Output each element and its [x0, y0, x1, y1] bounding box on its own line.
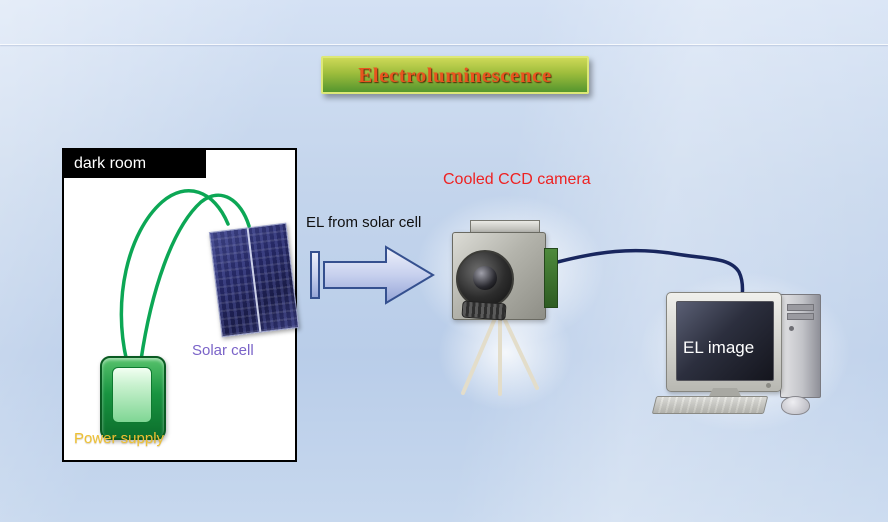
camera-lens-inner: [473, 266, 497, 290]
page-title: Electroluminescence: [358, 62, 552, 87]
dark-room-label: dark room: [74, 155, 147, 172]
camera-lens: [456, 250, 514, 308]
el-emitter-bar: [310, 251, 320, 299]
tripod-leg-right: [501, 314, 539, 390]
power-supply-label: Power supply: [74, 430, 165, 447]
power-supply-screen: [112, 367, 152, 423]
computer-tower: [780, 294, 821, 398]
title-box: Electroluminescence: [321, 56, 589, 94]
camera-lens-barrel: [461, 300, 507, 321]
dark-room-header: dark room: [64, 150, 206, 178]
el-image-label: EL image: [683, 338, 755, 357]
solar-cell-divider: [246, 228, 262, 332]
el-arrow: [310, 245, 435, 305]
tower-drive-bay: [787, 304, 814, 311]
tripod-leg-left: [461, 314, 498, 395]
el-arrow-shape: [323, 245, 435, 305]
solar-cell-image: [208, 222, 300, 338]
monitor: EL image: [666, 292, 782, 392]
monitor-power-button: [766, 383, 771, 388]
camera-circuit-board: [544, 248, 558, 308]
power-supply-device: [100, 356, 166, 440]
keyboard: [651, 396, 769, 414]
tower-drive-bay: [787, 313, 814, 320]
cooled-ccd-camera-label: Cooled CCD camera: [443, 171, 591, 188]
monitor-screen: EL image: [676, 301, 774, 381]
ccd-camera-image: [448, 218, 558, 322]
mouse: [781, 396, 810, 415]
tower-power-button: [789, 326, 794, 331]
tripod: [461, 314, 539, 396]
header-divider-line: [0, 44, 888, 45]
el-from-solar-cell-label: EL from solar cell: [306, 214, 422, 231]
solar-cell-label: Solar cell: [192, 342, 254, 359]
computer-image: EL image: [651, 288, 822, 420]
